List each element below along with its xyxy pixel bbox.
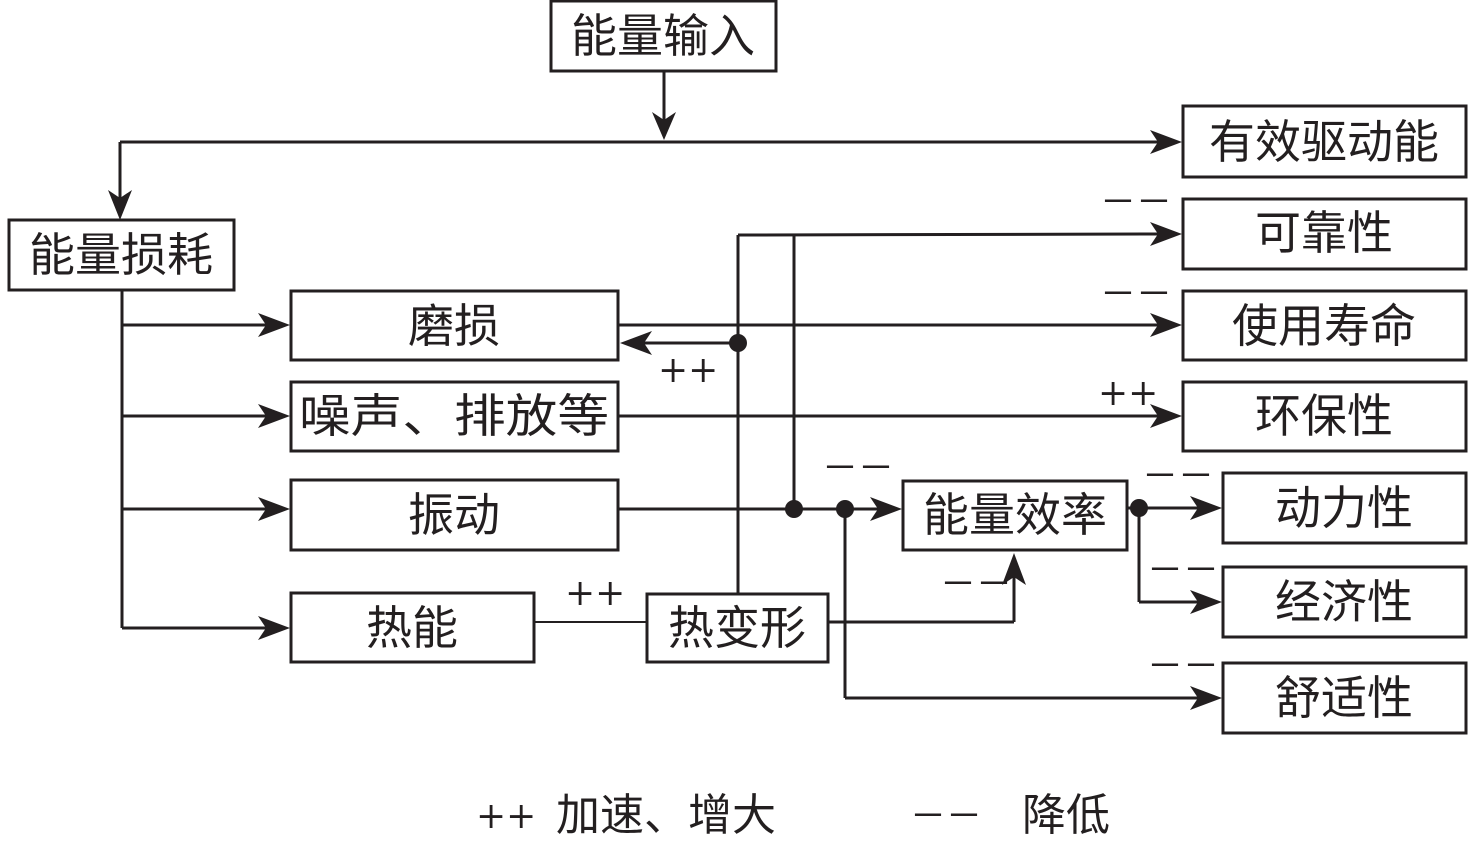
legend: ++ 加速、增大 －－ 降低 (476, 790, 1110, 841)
node-label: 噪声、排放等 (299, 389, 609, 443)
arrow-head (1190, 590, 1222, 614)
junction-dot (729, 334, 747, 352)
node-economy: 经济性 (1221, 565, 1468, 639)
node-effective-drive: 有效驱动能 (1181, 104, 1468, 179)
node-label: 经济性 (1275, 575, 1413, 629)
legend-plus-symbol: ++ (476, 796, 536, 837)
sign-plus: ++ (1098, 373, 1158, 414)
node-comfort: 舒适性 (1221, 661, 1468, 735)
node-reliability: 可靠性 (1181, 197, 1468, 271)
arrow-head (108, 190, 132, 220)
node-label: 热能 (366, 601, 458, 655)
arrow-head (652, 112, 676, 140)
node-power-performance: 动力性 (1221, 471, 1468, 545)
sign-minus: －－ (1142, 456, 1214, 497)
sign-minus: －－ (1147, 646, 1219, 687)
node-service-life: 使用寿命 (1181, 289, 1468, 362)
node-label: 可靠性 (1255, 206, 1393, 260)
node-environmental: 环保性 (1181, 380, 1468, 453)
node-label: 使用寿命 (1232, 299, 1416, 353)
arrow-head (870, 497, 902, 521)
node-label: 动力性 (1275, 481, 1413, 535)
arrow-head (1150, 222, 1182, 246)
sign-minus: －－ (1100, 182, 1172, 223)
sign-plus: ++ (565, 573, 625, 614)
arrow-head (1150, 313, 1182, 337)
sign-minus: －－ (940, 564, 1012, 605)
node-label: 振动 (408, 488, 500, 542)
sign-minus: －－ (822, 448, 894, 489)
node-energy-loss: 能量损耗 (7, 218, 236, 292)
legend-minus-text: 降低 (1022, 790, 1110, 841)
arrow-head (1190, 686, 1222, 710)
node-vibration: 振动 (289, 478, 620, 552)
node-label: 能量输入 (571, 9, 755, 63)
junction-dot (1130, 499, 1148, 517)
sign-minus: －－ (1100, 274, 1172, 315)
arrow-head (258, 497, 290, 521)
sign-minus: －－ (1147, 550, 1219, 591)
effect-signs: －－ －－ ++ ++ ++ －－ －－ －－ －－ －－ (565, 182, 1219, 687)
node-energy-input: 能量输入 (549, 0, 778, 73)
sign-plus: ++ (658, 350, 718, 391)
node-label: 环保性 (1255, 389, 1393, 443)
node-energy-efficiency: 能量效率 (901, 479, 1129, 552)
node-label: 热变形 (668, 601, 806, 655)
legend-plus-text: 加速、增大 (556, 790, 776, 841)
arrow-head (620, 331, 652, 355)
arrow-head (258, 404, 290, 428)
legend-minus-symbol: －－ (910, 796, 982, 837)
node-label: 磨损 (408, 299, 500, 353)
node-label: 能量效率 (923, 488, 1107, 542)
arrow-head (1002, 553, 1026, 585)
node-label: 能量损耗 (29, 228, 213, 282)
arrow-head (1190, 496, 1222, 520)
arrow-head (1150, 404, 1182, 428)
node-thermal-deformation: 热变形 (645, 592, 830, 664)
junction-dot (785, 500, 803, 518)
node-noise-emission: 噪声、排放等 (289, 380, 620, 453)
node-heat: 热能 (289, 591, 536, 664)
arrow-head (1150, 130, 1182, 154)
node-label: 有效驱动能 (1209, 115, 1439, 169)
arrow-head (258, 313, 290, 337)
connectors (108, 72, 1222, 710)
node-wear: 磨损 (289, 289, 620, 362)
node-label: 舒适性 (1275, 671, 1413, 725)
junction-dot (836, 500, 854, 518)
arrow-head (258, 616, 290, 640)
to-reliability-line (737, 232, 1166, 237)
